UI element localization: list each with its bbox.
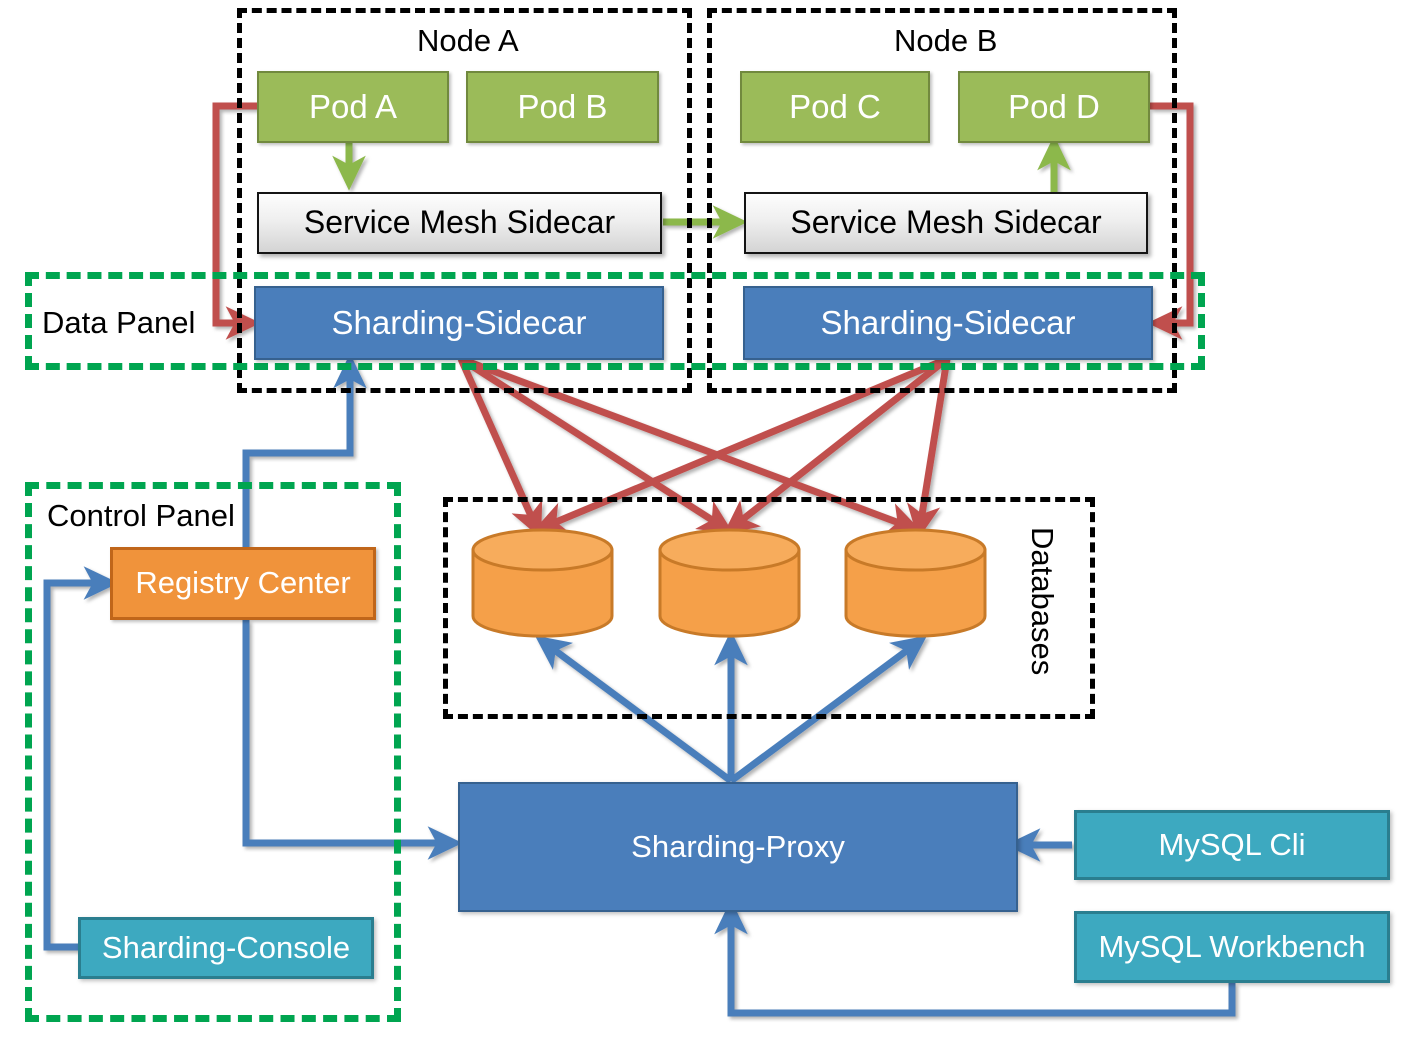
group-control-panel: [25, 482, 401, 1022]
group-label-databases: Databases: [1025, 527, 1060, 676]
group-label-node-b: Node B: [894, 23, 998, 58]
pod-d-label: Pod D: [1008, 87, 1100, 125]
group-label-data-panel: Data Panel: [42, 305, 196, 340]
mysql-workbench[interactable]: MySQL Workbench: [1074, 911, 1390, 983]
pod-b[interactable]: Pod B: [466, 71, 659, 143]
sharding-sidecar-b-label: Sharding-Sidecar: [820, 303, 1076, 341]
database-cylinder-icon: [844, 528, 987, 638]
service-mesh-sidecar-a-label: Service Mesh Sidecar: [303, 204, 616, 241]
pod-a-label: Pod A: [308, 87, 398, 125]
group-node-b: [707, 8, 1177, 393]
database-cylinder-icon: [658, 528, 801, 638]
group-node-a: [237, 8, 692, 393]
registry-center-label: Registry Center: [135, 565, 351, 601]
mysql-cli-label: MySQL Cli: [1158, 826, 1306, 862]
group-data-panel: [25, 272, 1205, 370]
sharding-sidecar-b[interactable]: Sharding-Sidecar: [743, 286, 1153, 360]
registry-center[interactable]: Registry Center: [110, 547, 376, 620]
group-label-control-panel: Control Panel: [47, 498, 235, 533]
pod-b-label: Pod B: [517, 87, 608, 125]
group-databases: [443, 497, 1095, 719]
service-mesh-sidecar-b-label: Service Mesh Sidecar: [790, 204, 1102, 241]
pod-d[interactable]: Pod D: [958, 71, 1150, 143]
mysql-cli[interactable]: MySQL Cli: [1074, 810, 1390, 880]
database-cylinder-icon: [471, 528, 614, 638]
database-3[interactable]: [843, 528, 988, 638]
sharding-console-label: Sharding-Console: [101, 929, 351, 965]
sharding-console[interactable]: Sharding-Console: [78, 917, 374, 979]
mysql-workbench-label: MySQL Workbench: [1098, 928, 1366, 964]
sharding-proxy-label: Sharding-Proxy: [631, 828, 845, 864]
pod-c[interactable]: Pod C: [740, 71, 930, 143]
sharding-proxy[interactable]: Sharding-Proxy: [458, 782, 1018, 912]
pod-a[interactable]: Pod A: [257, 71, 449, 143]
pod-c-label: Pod C: [789, 87, 881, 125]
database-2[interactable]: [657, 528, 802, 638]
service-mesh-sidecar-a[interactable]: Service Mesh Sidecar: [257, 192, 662, 254]
database-1[interactable]: [470, 528, 615, 638]
sharding-sidecar-a-label: Sharding-Sidecar: [331, 303, 587, 341]
sharding-sidecar-a[interactable]: Sharding-Sidecar: [254, 286, 664, 360]
service-mesh-sidecar-b[interactable]: Service Mesh Sidecar: [744, 192, 1148, 254]
group-label-node-a: Node A: [417, 23, 519, 58]
